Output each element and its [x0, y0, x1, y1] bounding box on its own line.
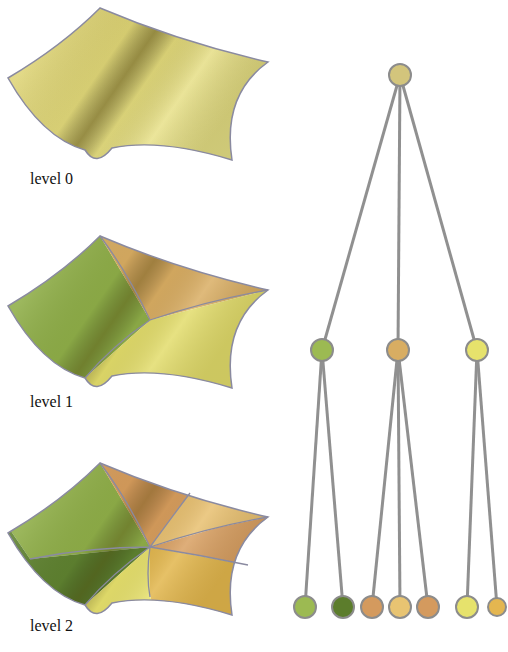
level-label: level 2 [30, 617, 73, 635]
surface-level-2 [0, 455, 280, 635]
surface-level-0 [0, 0, 280, 180]
level-label: level 0 [30, 170, 73, 188]
tree-nodes [294, 64, 506, 618]
hierarchy-tree [305, 75, 497, 607]
level-label: level 1 [30, 393, 73, 411]
surface-level-1 [0, 228, 280, 408]
